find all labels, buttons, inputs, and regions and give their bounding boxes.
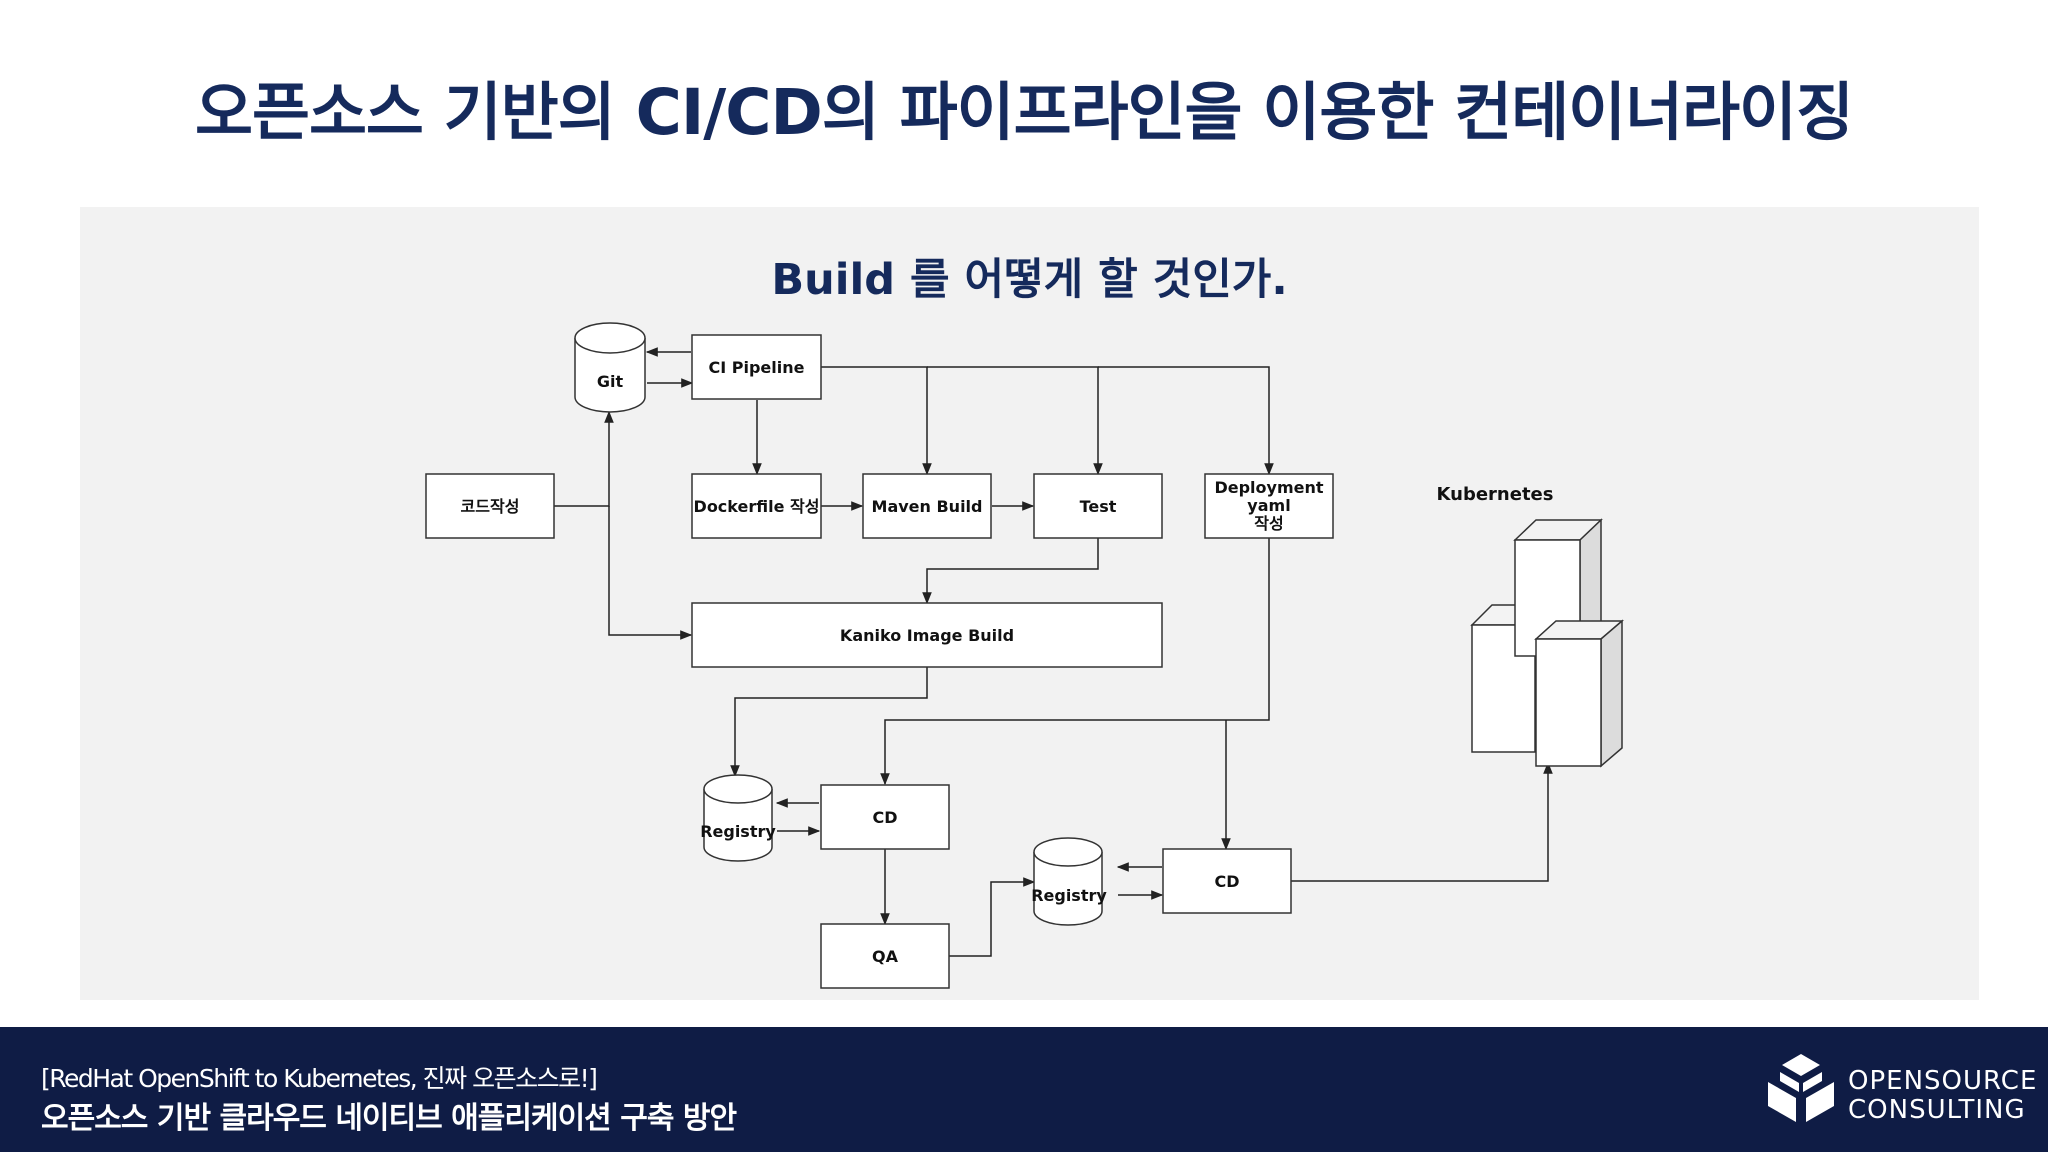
- kubernetes-label: Kubernetes: [1437, 484, 1554, 505]
- edge-ci-to-test: [927, 366, 1103, 476]
- footer-title: 오픈소스 기반 클라우드 네이티브 애플리케이션 구축 방안: [41, 1101, 737, 1136]
- qa-node: QA: [820, 923, 950, 989]
- dockerfile-node: Dockerfile 작성: [691, 473, 822, 539]
- registry-label-2: Registry: [1031, 886, 1107, 905]
- edge-qa-to-registry2: [949, 877, 1036, 957]
- brand-name-line1: OPENSOURCE: [1848, 1066, 2038, 1096]
- edge-ci-to-maven: [821, 366, 932, 476]
- cd-node-2: CD: [1162, 848, 1292, 914]
- kaniko-node: Kaniko Image Build: [691, 602, 1163, 668]
- git-node: Git: [574, 322, 646, 413]
- ci-pipeline-label: CI Pipeline: [709, 358, 805, 377]
- panel-title: Build 를 어떻게 할 것인가.: [771, 255, 1288, 305]
- slide-title: 오픈소스 기반의 CI/CD의 파이프라인을 이용한 컨테이너라이징: [195, 76, 1854, 149]
- footer: [RedHat OpenShift to Kubernetes, 진짜 오픈소스…: [0, 1027, 2048, 1152]
- edge-test-to-kaniko: [922, 538, 1099, 605]
- brand-name-line2: CONSULTING: [1848, 1095, 2026, 1125]
- opensource-logo-icon: [1768, 1054, 1834, 1122]
- deployment-node: Deployment yaml 작성: [1204, 473, 1334, 539]
- pipeline-diagram: Git CI Pipeline 코드작성 Dockerfile 작성 Maven…: [425, 322, 1625, 989]
- cd-label-1: CD: [872, 808, 897, 827]
- cd-node-1: CD: [820, 784, 950, 850]
- kubernetes-cubes: [1470, 518, 1625, 768]
- footer-subtitle: [RedHat OpenShift to Kubernetes, 진짜 오픈소스…: [41, 1064, 598, 1093]
- deployment-label-3: 작성: [1254, 514, 1283, 533]
- deployment-label-1: Deployment: [1214, 478, 1323, 497]
- git-label: Git: [597, 372, 624, 391]
- edge-cd2-to-kubernetes: [1290, 761, 1553, 882]
- cd-label-2: CD: [1214, 872, 1239, 891]
- qa-label: QA: [872, 947, 899, 966]
- kaniko-label: Kaniko Image Build: [840, 626, 1014, 645]
- code-node: 코드작성: [425, 473, 555, 539]
- code-label: 코드작성: [461, 497, 520, 516]
- edge-code-to-kaniko: [608, 506, 693, 640]
- edge-ci-to-deployment: [1098, 366, 1274, 476]
- registry-node-1: Registry: [700, 774, 776, 862]
- test-label: Test: [1080, 497, 1117, 516]
- edge-code-to-git: [554, 410, 614, 507]
- registry-node-2: Registry: [1031, 837, 1107, 926]
- test-node: Test: [1033, 473, 1163, 539]
- maven-node: Maven Build: [862, 473, 992, 539]
- registry-label-1: Registry: [700, 822, 776, 841]
- deployment-label-2: yaml: [1247, 496, 1290, 515]
- maven-label: Maven Build: [872, 497, 983, 516]
- ci-pipeline-node: CI Pipeline: [691, 334, 822, 400]
- dockerfile-label: Dockerfile 작성: [694, 497, 820, 516]
- edge-deployment-to-cd1: [880, 538, 1270, 786]
- edge-kaniko-to-registry1: [730, 667, 928, 778]
- edges: [554, 347, 1553, 957]
- diagram-panel: Build 를 어떻게 할 것인가.: [80, 207, 1979, 1000]
